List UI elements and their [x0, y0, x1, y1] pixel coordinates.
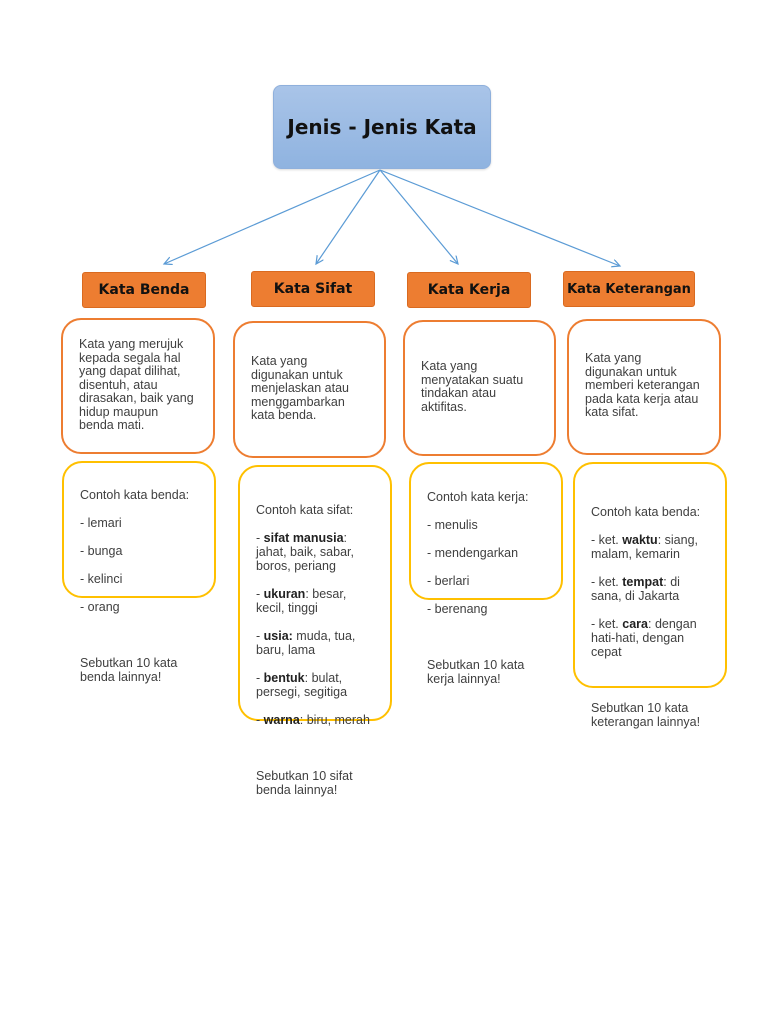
- examples-kata-benda: Contoh kata benda: - lemari - bunga - ke…: [62, 461, 216, 684]
- category-kata-kerja: Kata Kerja: [407, 272, 531, 308]
- category-kata-benda: Kata Benda: [82, 272, 206, 308]
- exercise-prompt: Sebutkan 10 sifat benda lainnya!: [256, 769, 353, 797]
- definition-kata-keterangan: Kata yang digunakan untuk memberi ketera…: [567, 319, 721, 455]
- exercise-prompt: Sebutkan 10 kata kerja lainnya!: [427, 658, 525, 686]
- example-item: - ket. waktu: siang, malam, kemarin: [591, 533, 699, 561]
- example-item: - usia: muda, tua, baru, lama: [256, 629, 356, 657]
- diagram-title: Jenis - Jenis Kata: [273, 85, 491, 169]
- examples-heading: Contoh kata kerja:: [427, 490, 529, 504]
- definition-kata-sifat: Kata yang digunakan untuk menjelaskan at…: [233, 321, 386, 458]
- example-item: - ket. tempat: di sana, di Jakarta: [591, 575, 680, 603]
- example-item: - bunga: [80, 544, 123, 558]
- example-item: - orang: [80, 600, 120, 614]
- example-item: - kelinci: [80, 572, 123, 586]
- example-item: - bentuk: bulat, persegi, segitiga: [256, 671, 348, 699]
- examples-heading: Contoh kata benda:: [591, 505, 701, 519]
- definition-kata-benda: Kata yang merujuk kepada segala hal yang…: [61, 318, 215, 454]
- example-item: - berenang: [427, 602, 488, 616]
- examples-kata-kerja: Contoh kata kerja: - menulis - mendengar…: [409, 462, 563, 686]
- category-kata-sifat: Kata Sifat: [251, 271, 375, 307]
- arrow-to-kata-keterangan: [379, 169, 620, 266]
- example-item: - mendengarkan: [427, 546, 519, 560]
- example-item: - ket. cara: dengan hati-hati, dengan ce…: [591, 617, 697, 659]
- example-item: - berlari: [427, 574, 470, 588]
- examples-heading: Contoh kata sifat:: [256, 503, 354, 517]
- examples-kata-sifat: Contoh kata sifat: - sifat manusia: jaha…: [238, 465, 392, 797]
- example-item: - ukuran: besar, kecil, tinggi: [256, 587, 347, 615]
- examples-heading: Contoh kata benda:: [80, 488, 190, 502]
- example-item: - sifat manusia: jahat, baik, sabar, bor…: [256, 531, 354, 573]
- example-item: - warna: biru, merah: [256, 713, 370, 727]
- arrow-to-kata-kerja: [379, 169, 458, 264]
- example-item: - lemari: [80, 516, 122, 530]
- examples-kata-keterangan: Contoh kata benda: - ket. waktu: siang, …: [573, 462, 727, 729]
- connector-arrows: [0, 169, 768, 300]
- definition-kata-kerja: Kata yang menyatakan suatu tindakan atau…: [403, 320, 556, 456]
- exercise-prompt: Sebutkan 10 kata keterangan lainnya!: [591, 701, 701, 729]
- exercise-prompt: Sebutkan 10 kata benda lainnya!: [80, 656, 178, 684]
- example-item: - menulis: [427, 518, 478, 532]
- category-kata-keterangan: Kata Keterangan: [563, 271, 695, 307]
- arrow-to-kata-sifat: [316, 169, 381, 264]
- arrow-to-kata-benda: [164, 169, 381, 264]
